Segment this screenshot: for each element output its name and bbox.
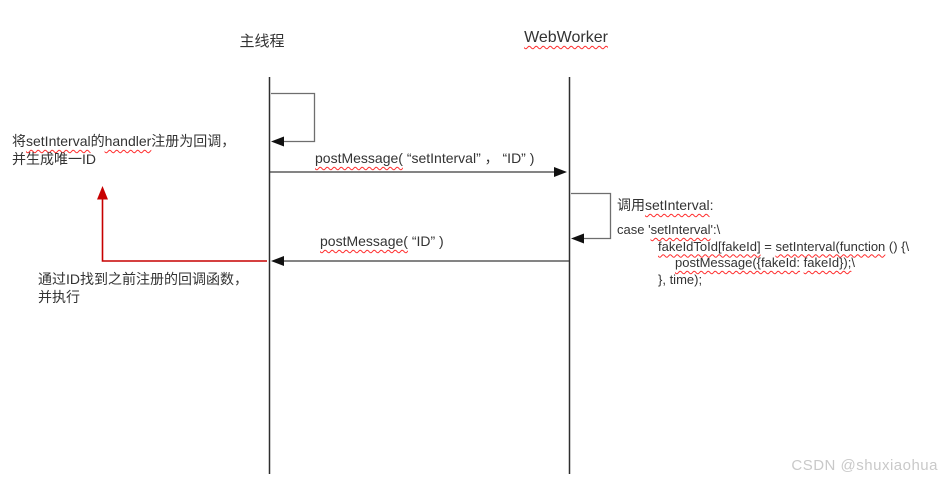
- worker-call-label: 调用setInterval:: [617, 195, 713, 215]
- red-callback-arrow: [101, 198, 267, 262]
- note-register-handler: 将setInterval的handler注册为回调， 并生成唯一ID: [12, 132, 235, 168]
- note-callback-line1: 通过ID找到之前注册的回调函数，: [38, 271, 248, 287]
- self-loop-main-arrowhead: [271, 136, 284, 147]
- code-postmessage-call: postMessage({fakeId:: [675, 255, 801, 270]
- actor-webworker-label: WebWorker: [524, 29, 608, 46]
- code-case-post: ':\: [710, 222, 721, 237]
- code-assign-post: () {\: [885, 238, 910, 254]
- code-postmessage-line: postMessage({fakeId: fakeId});\: [617, 255, 909, 272]
- code-case-line: case 'setInterval':\: [617, 222, 909, 239]
- note-register-keyword-setinterval: setInterval: [26, 133, 91, 149]
- note-register-mid: 的: [90, 133, 105, 149]
- csdn-watermark: CSDN @shuxiaohua: [791, 457, 938, 474]
- worker-call-keyword: setInterval: [645, 197, 710, 213]
- note-register-line2: 并生成唯一ID: [12, 151, 96, 167]
- note-callback-found: 通过ID找到之前注册的回调函数， 并执行: [38, 270, 248, 306]
- actor-main-thread-label: 主线程: [239, 33, 285, 50]
- code-fakeid-arg: fakeId});: [803, 255, 852, 270]
- message-id-arrowhead: [271, 256, 284, 266]
- code-postmessage-post: \: [851, 255, 855, 270]
- note-register-post: 注册为回调，: [151, 133, 236, 149]
- note-register-line1: 将setInterval的handler注册为回调，: [12, 132, 235, 150]
- code-fakeidtoid: fakeIdToId[fakeId]: [658, 238, 761, 254]
- message-setinterval-label: postMessage( “setInterval” ， “ID” ): [315, 148, 534, 168]
- note-register-pre: 将: [12, 133, 26, 149]
- code-closing-line: }, time);: [658, 271, 703, 287]
- worker-call-post: :: [709, 197, 714, 213]
- code-assign-equals: =: [760, 238, 776, 254]
- message-id-args: “ID” ): [407, 233, 444, 249]
- note-callback-line2: 并执行: [38, 289, 80, 305]
- code-assign-line: fakeIdToId[fakeId] = setInterval(functio…: [617, 239, 909, 256]
- message-setinterval-arrowhead: [554, 167, 567, 177]
- message-setinterval-args: “setInterval” ， “ID” ): [402, 150, 535, 166]
- code-case-pre: case ': [617, 222, 651, 237]
- red-callback-arrowhead: [97, 186, 108, 200]
- message-setinterval-fn: postMessage(: [315, 150, 403, 166]
- self-loop-webworker-arrowhead: [571, 233, 584, 244]
- self-loop-webworker: [571, 192, 612, 240]
- note-register-keyword-handler: handler: [104, 133, 152, 149]
- worker-call-pre: 调用: [617, 197, 645, 213]
- code-setinterval-call: setInterval(function: [775, 238, 886, 254]
- message-id-fn: postMessage(: [320, 233, 408, 249]
- code-case-keyword: setInterval: [650, 222, 711, 237]
- self-loop-main-thread: [271, 92, 316, 143]
- message-id-label: postMessage( “ID” ): [320, 233, 444, 249]
- worker-code-block: case 'setInterval':\ fakeIdToId[fakeId] …: [617, 222, 909, 288]
